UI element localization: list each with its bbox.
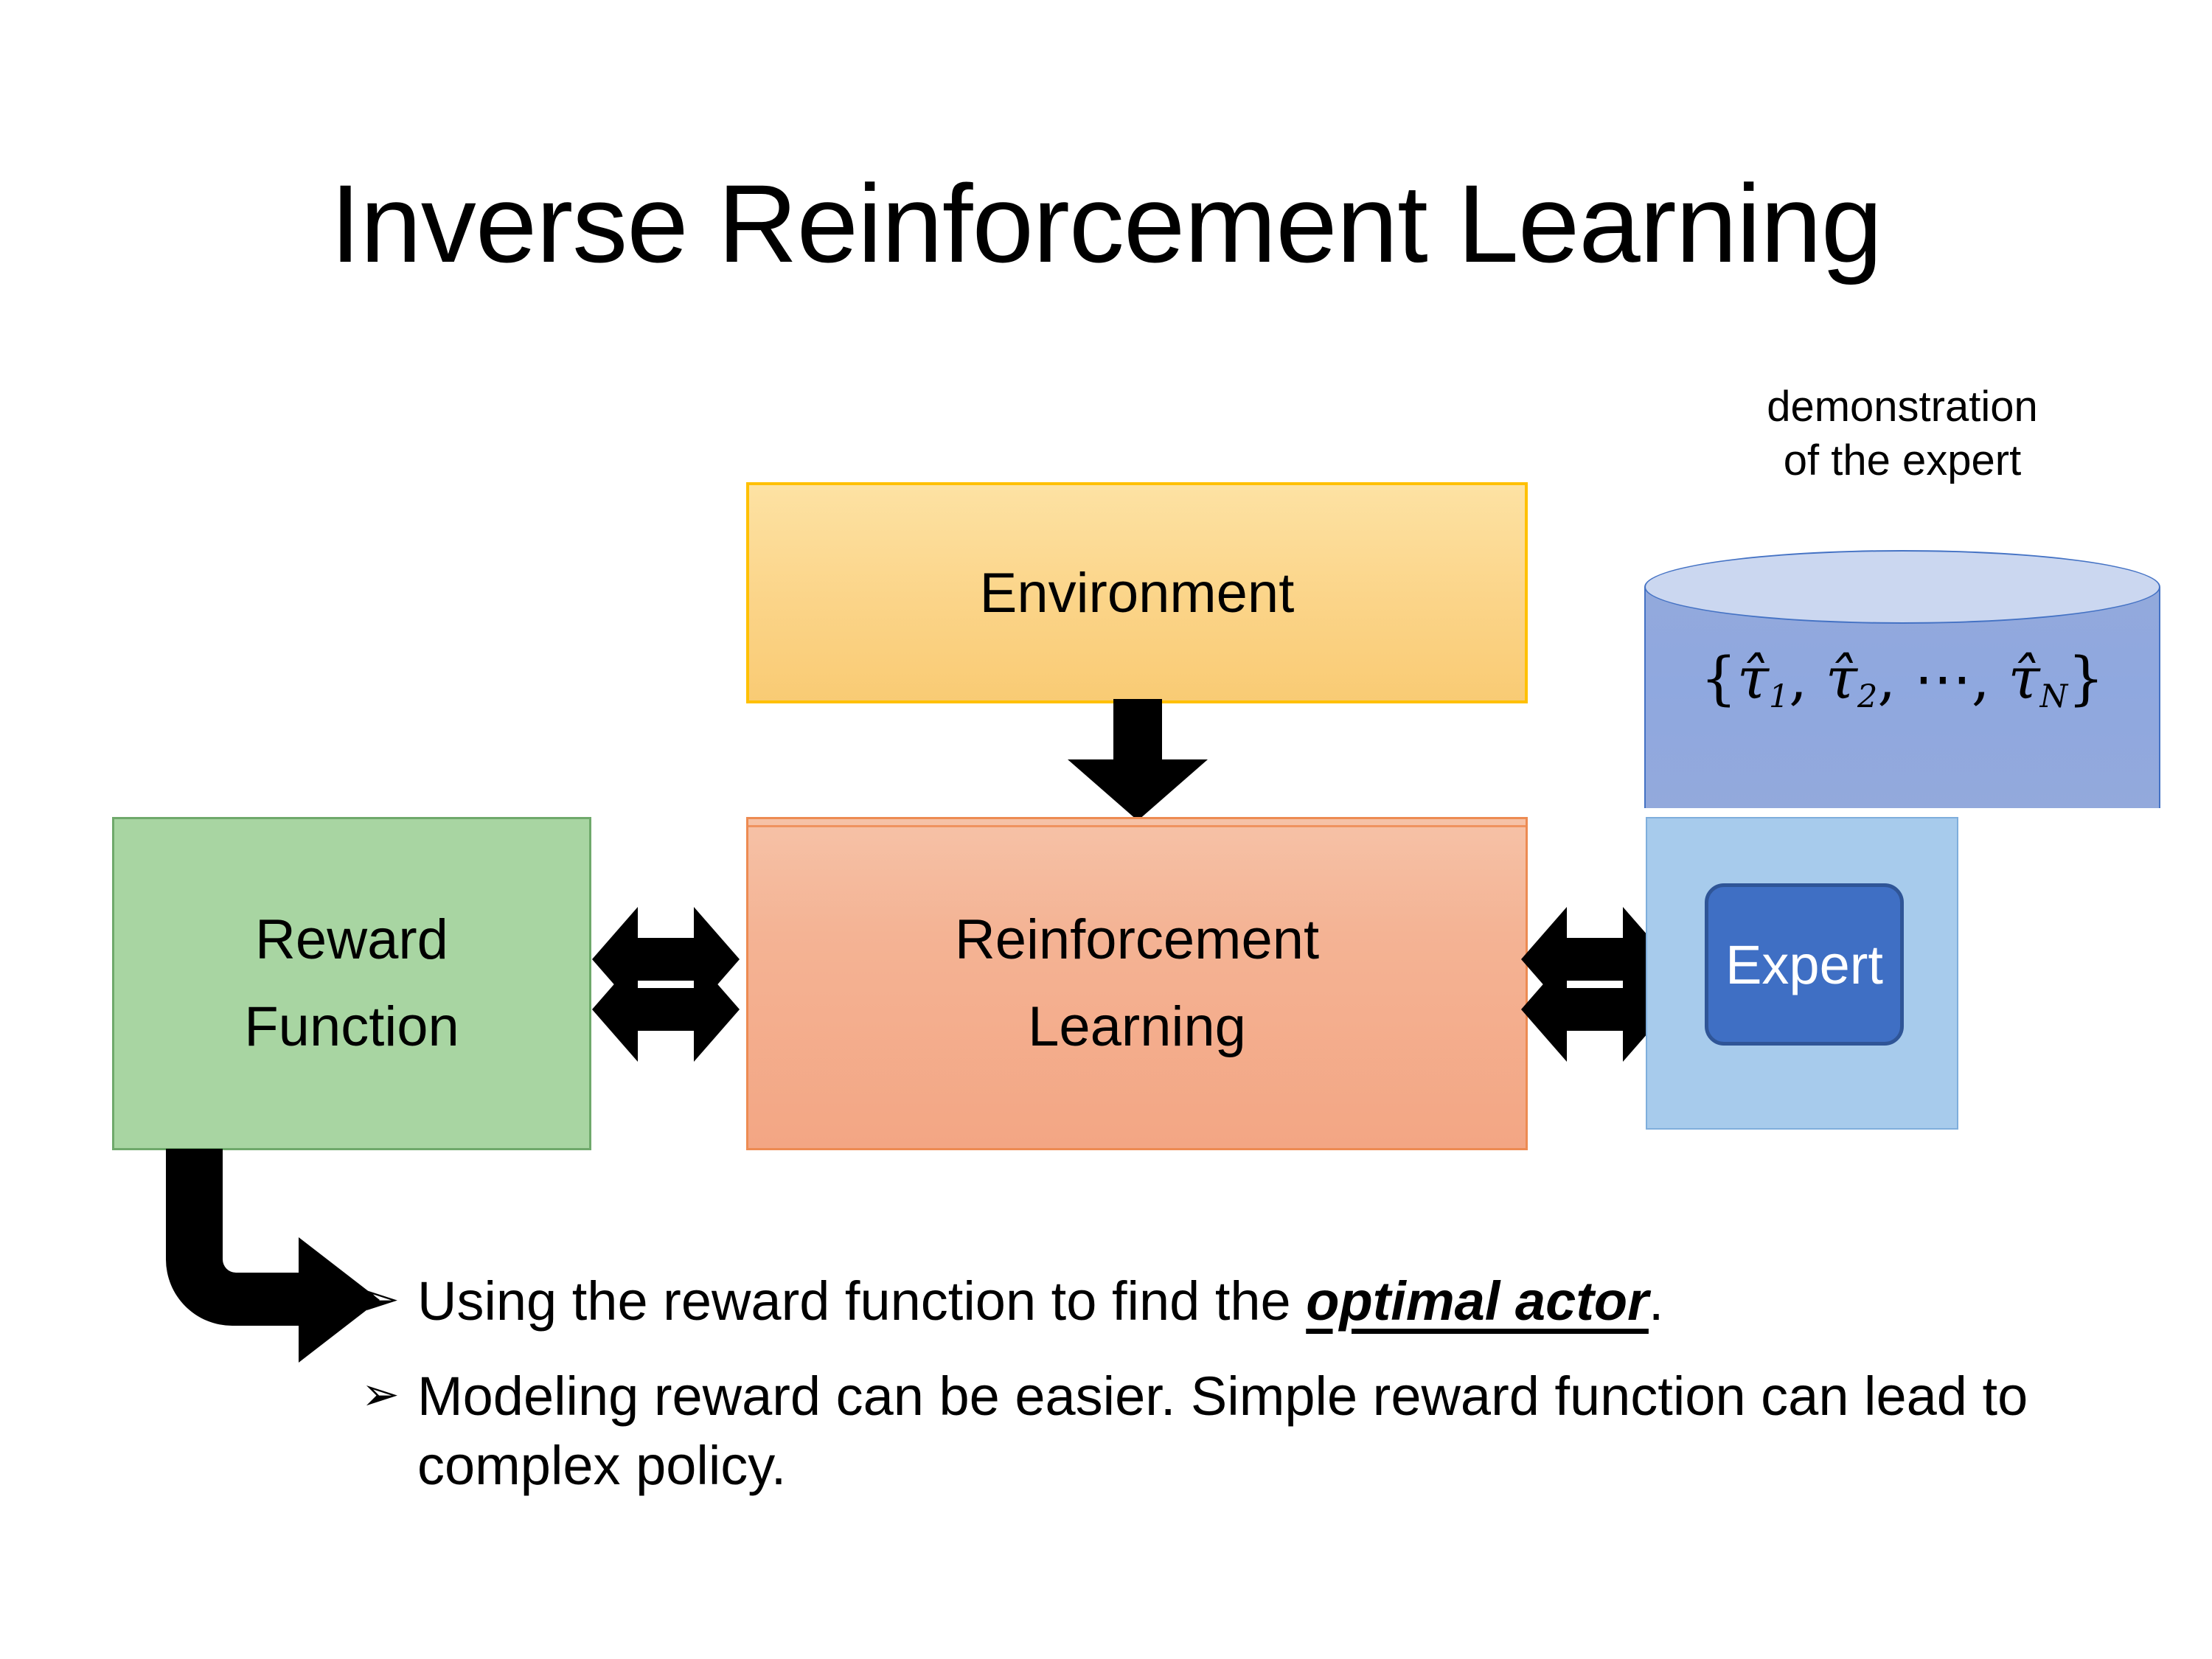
cylinder-top-ellipse <box>1644 550 2160 624</box>
rl-box-label-line1: Reinforcement <box>954 908 1320 972</box>
rl-to-expert-double-arrow-icon <box>1521 892 1669 1077</box>
formula-sub-n: N <box>2039 678 2068 715</box>
formula-sub-2: 2 <box>1857 678 1878 715</box>
bullet-1-text-before: Using the reward function to find the <box>417 1270 1307 1332</box>
demonstration-formula: {τ̂1, τ̂2, ⋯, τ̂N} <box>1644 646 2160 715</box>
bullet-1-emphasis: optimal actor <box>1306 1270 1649 1332</box>
expert-button[interactable]: Expert <box>1705 883 1904 1046</box>
bullet-text-2: Modeling reward can be easier. Simple re… <box>417 1365 2028 1497</box>
reward-box-label-line1: Reward <box>255 908 448 972</box>
formula-close-brace: } <box>2067 646 2104 712</box>
formula-tau-2: τ̂ <box>1825 646 1858 712</box>
reward-box-label-line2: Function <box>244 995 459 1058</box>
cylinder-body <box>1644 587 2160 808</box>
bullet-text-1: Using the reward function to find the op… <box>417 1267 2131 1337</box>
rl-box-label-line2: Learning <box>1028 995 1246 1058</box>
formula-tau-n: τ̂ <box>2008 646 2040 712</box>
list-item: ➢ Using the reward function to find the … <box>361 1267 2131 1337</box>
formula-sep-1: , <box>1789 646 1826 712</box>
reinforcement-learning-box[interactable]: Reinforcement Learning <box>746 817 1528 1150</box>
page-title: Inverse Reinforcement Learning <box>330 161 1883 285</box>
bullet-arrow-icon: ➢ <box>361 1368 400 1420</box>
reward-function-box[interactable]: Reward Function <box>112 817 591 1150</box>
environment-box-label: Environment <box>979 561 1295 625</box>
reward-to-bullets-elbow-arrow-icon <box>159 1149 402 1370</box>
bullet-1-text-after: . <box>1648 1270 1664 1332</box>
demonstration-caption: demonstration of the expert <box>1644 380 2160 487</box>
demonstration-cylinder-icon: {τ̂1, τ̂2, ⋯, τ̂N} <box>1644 550 2160 845</box>
formula-sep-3: , <box>1971 646 2008 712</box>
formula-sub-1: 1 <box>1768 678 1790 715</box>
list-item: ➢ Modeling reward can be easier. Simple … <box>361 1362 2131 1501</box>
formula-sep-2: , <box>1877 646 1914 712</box>
expert-button-label: Expert <box>1725 933 1883 995</box>
formula-ellipsis: ⋯ <box>1913 646 1972 712</box>
reward-to-rl-double-arrow-icon <box>592 892 740 1077</box>
env-to-rl-down-arrow-icon <box>1068 699 1208 821</box>
bullet-arrow-icon: ➢ <box>361 1274 400 1325</box>
rl-box-top-rule <box>748 825 1526 827</box>
bullet-list: ➢ Using the reward function to find the … <box>361 1267 2131 1526</box>
environment-box[interactable]: Environment <box>746 482 1528 703</box>
formula-tau-1: τ̂ <box>1736 646 1769 712</box>
formula-open-brace: { <box>1700 646 1737 712</box>
demonstration-caption-line1: demonstration <box>1767 383 2038 431</box>
demonstration-caption-line2: of the expert <box>1783 436 2022 484</box>
